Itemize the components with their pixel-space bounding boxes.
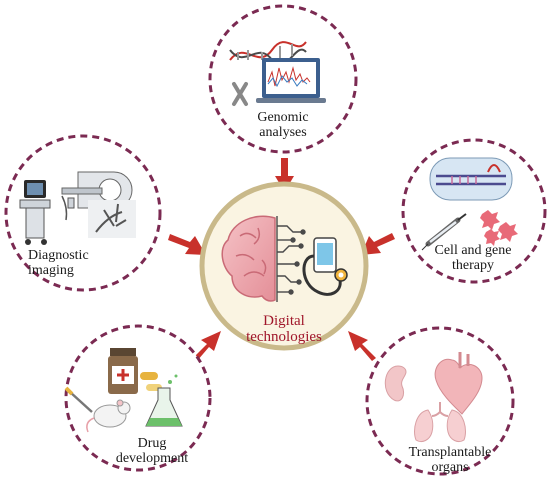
cell-gene-label: Cell and gene therapy [418, 243, 528, 273]
heart-icon [434, 352, 483, 415]
chromosome-icon [232, 82, 248, 106]
probe-icon [61, 195, 75, 221]
pipette-icon [64, 386, 93, 413]
arrow-drug [193, 331, 221, 361]
genomic-label: Genomic analyses [233, 110, 333, 140]
pill-bottle-icon [108, 348, 138, 394]
syringe-icon [421, 213, 467, 251]
brain-icon [221, 215, 276, 302]
xray-image-icon [88, 200, 136, 238]
organs-label-line1: Transplantable [408, 445, 492, 460]
drug-label: Drug development [92, 436, 212, 466]
lungs-icon [414, 402, 466, 443]
cell-gene-label-line2: therapy [452, 258, 494, 273]
arrow-diagnostic [168, 234, 206, 255]
node-diagnostic [4, 134, 162, 292]
node-drug [64, 324, 212, 472]
mri-scanner-icon [61, 171, 133, 209]
arrows [168, 158, 395, 361]
node-cell-gene [401, 138, 547, 284]
node-organs [365, 326, 515, 476]
cells-icon [480, 210, 518, 246]
ultrasound-machine-icon [19, 180, 51, 245]
cell-gene-label-line1: Cell and gene [434, 243, 512, 258]
drug-label-line2: development [115, 451, 189, 466]
kidney-icon [384, 365, 407, 402]
diagnostic-label-line1: Diagnostic [28, 248, 89, 263]
circuit-icon [276, 216, 306, 302]
center-label-line1: Digital [263, 313, 305, 329]
diagnostic-label: Diagnostic imaging [28, 248, 148, 278]
genomic-label-line2: analyses [259, 125, 307, 140]
diagnostic-label-line2: imaging [28, 263, 74, 278]
node-genomic [208, 4, 358, 154]
center-hub [199, 181, 369, 351]
arrow-organs [348, 331, 376, 361]
laptop-icon [256, 58, 326, 103]
stethoscope-icon [302, 237, 348, 296]
organs-label-line2: organs [431, 460, 469, 475]
center-label: Digital technologies [224, 313, 344, 345]
mouse-icon [86, 399, 131, 433]
center-label-line2: technologies [246, 329, 322, 345]
flask-icon [145, 374, 183, 427]
genomic-label-line1: Genomic [257, 110, 309, 125]
organs-label: Transplantable organs [390, 445, 510, 475]
crispr-icon [429, 157, 513, 201]
arrow-cell-gene [361, 233, 395, 255]
drug-label-line1: Drug [137, 436, 167, 451]
